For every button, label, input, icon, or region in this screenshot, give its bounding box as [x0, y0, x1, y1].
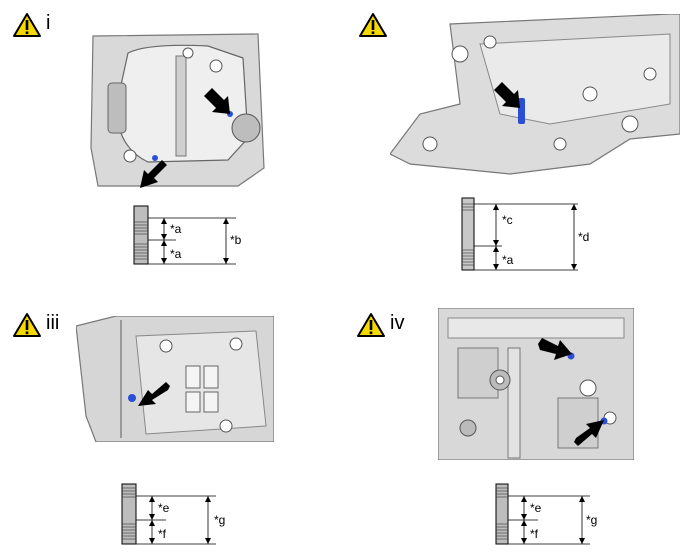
arrow-icon — [138, 382, 170, 406]
stud-dimension-diagram: *e *f *g — [495, 483, 597, 545]
cylinder-block-bottom-photo — [438, 308, 634, 460]
dim-label: *b — [230, 233, 242, 247]
arrow-icon — [538, 338, 572, 360]
dim-label: *e — [530, 501, 542, 515]
dim-label: *f — [158, 527, 167, 541]
warning-triangle-icon — [13, 313, 41, 337]
engine-block-side-photo — [76, 316, 274, 442]
stud-dimension-diagram: *c *a *d — [461, 197, 589, 271]
panel-label: iv — [390, 312, 405, 334]
warning-triangle-icon — [13, 13, 41, 37]
dim-label: *e — [158, 501, 170, 515]
cylinder-block-photo — [390, 14, 680, 180]
dim-label: *g — [586, 513, 597, 527]
panel-i: i *a *a *b — [0, 0, 344, 280]
stud-dimension-diagram: *a *a *b — [133, 205, 242, 265]
dim-label: *a — [502, 253, 514, 267]
dim-label: *a — [170, 222, 182, 236]
stud-dimension-diagram: *e *f *g — [121, 483, 225, 545]
oil-pan-photo — [88, 28, 268, 188]
dim-label: *c — [502, 213, 513, 227]
arrow-icon — [494, 82, 520, 108]
arrow-icon — [574, 420, 604, 446]
panel-iii: iii *e *f *g — [0, 280, 344, 560]
panel-ii: ii *c *a *d — [344, 0, 688, 280]
dim-label: *g — [214, 513, 225, 527]
dim-label: *a — [170, 247, 182, 261]
arrow-icon — [204, 88, 230, 114]
panel-iv: iv *e *f — [344, 280, 688, 560]
dim-label: *d — [578, 230, 589, 244]
warning-triangle-icon — [357, 313, 385, 337]
warning-triangle-icon — [359, 13, 387, 37]
panel-label: iii — [46, 312, 60, 334]
arrow-icon — [140, 160, 167, 188]
dim-label: *f — [530, 527, 539, 541]
panel-label: i — [46, 12, 51, 34]
